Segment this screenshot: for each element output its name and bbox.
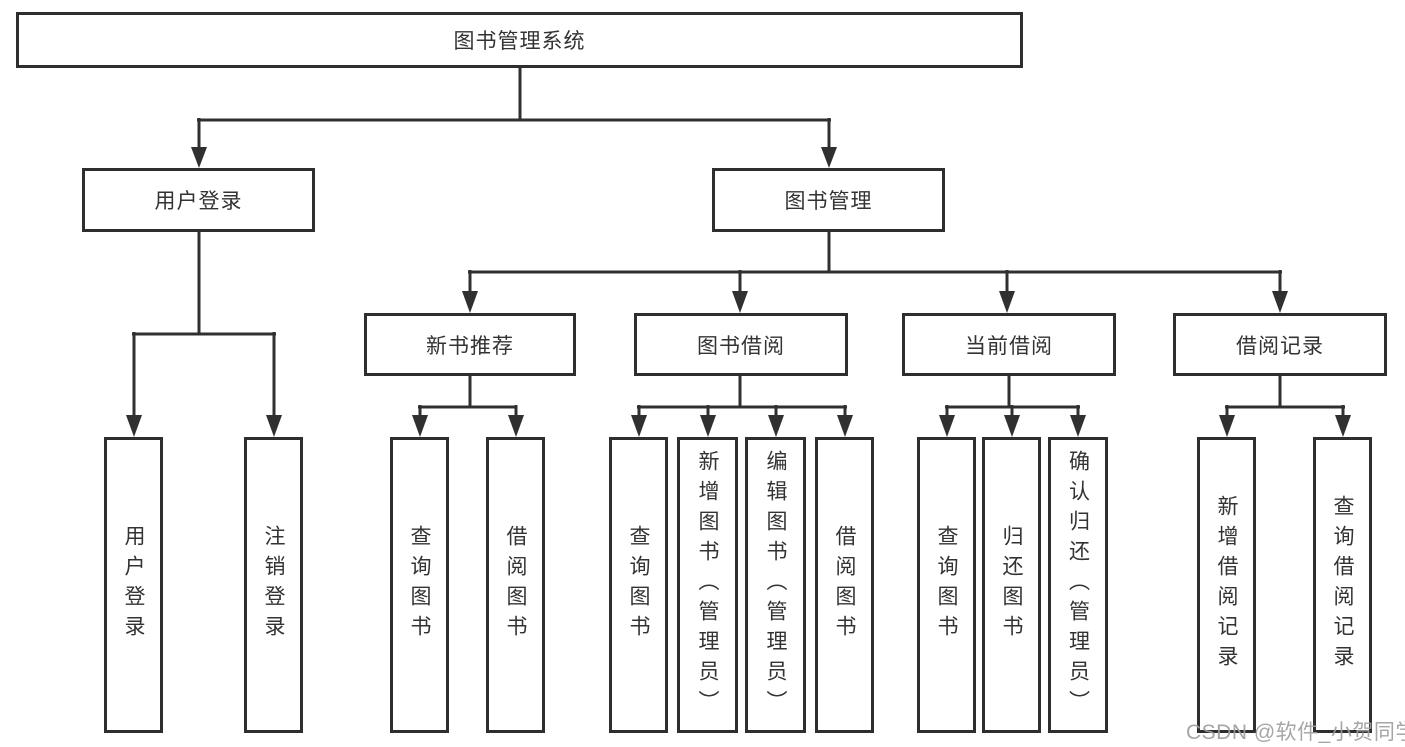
leaf-current-query-books-label: 查询图书: [935, 525, 958, 645]
leaf-query-borrow-record: 查询借阅记录: [1313, 437, 1372, 733]
leaf-add-borrow-record: 新增借阅记录: [1197, 437, 1256, 733]
leaf-query-borrow-record-label: 查询借阅记录: [1331, 495, 1354, 675]
leaf-borrow-books: 借阅图书: [815, 437, 874, 733]
node-new-book-recommend-label: 新书推荐: [426, 334, 514, 358]
node-current-borrow-label: 当前借阅: [965, 334, 1053, 358]
leaf-confirm-return-admin: 确认归还（管理员）: [1048, 437, 1108, 733]
node-root-system: 图书管理系统: [16, 12, 1023, 68]
leaf-return-books: 归还图书: [982, 437, 1041, 733]
leaf-recommend-borrow-books-label: 借阅图书: [504, 525, 527, 645]
leaf-edit-books-admin-label: 编辑图书（管理员）: [764, 450, 787, 720]
leaf-borrow-books-label: 借阅图书: [833, 525, 856, 645]
leaf-add-books-admin: 新增图书（管理员）: [677, 437, 738, 733]
leaf-logout: 注销登录: [244, 437, 303, 733]
node-book-borrow-label: 图书借阅: [697, 334, 785, 358]
node-root-system-label: 图书管理系统: [453, 30, 586, 53]
leaf-add-borrow-record-label: 新增借阅记录: [1215, 495, 1238, 675]
node-book-management-label: 图书管理: [784, 190, 873, 213]
node-book-management: 图书管理: [712, 168, 945, 232]
leaf-edit-books-admin: 编辑图书（管理员）: [745, 437, 806, 733]
node-user-login: 用户登录: [82, 168, 315, 232]
leaf-user-login-label: 用户登录: [122, 525, 145, 645]
leaf-recommend-borrow-books: 借阅图书: [486, 437, 545, 733]
leaf-recommend-query-books: 查询图书: [390, 437, 449, 733]
node-book-borrow: 图书借阅: [634, 313, 848, 376]
leaf-logout-label: 注销登录: [262, 525, 285, 645]
leaf-add-books-admin-label: 新增图书（管理员）: [696, 450, 719, 720]
leaf-return-books-label: 归还图书: [1000, 525, 1023, 645]
watermark: CSDN @软件_小贺同学: [1186, 721, 1405, 744]
leaf-current-query-books: 查询图书: [917, 437, 976, 733]
node-new-book-recommend: 新书推荐: [364, 313, 576, 376]
leaf-recommend-query-books-label: 查询图书: [408, 525, 431, 645]
leaf-borrow-query-books: 查询图书: [609, 437, 668, 733]
node-borrow-records: 借阅记录: [1173, 313, 1387, 376]
node-borrow-records-label: 借阅记录: [1236, 334, 1324, 358]
leaf-user-login: 用户登录: [104, 437, 163, 733]
node-user-login-label: 用户登录: [154, 190, 243, 213]
node-current-borrow: 当前借阅: [902, 313, 1116, 376]
leaf-borrow-query-books-label: 查询图书: [627, 525, 650, 645]
leaf-confirm-return-admin-label: 确认归还（管理员）: [1066, 450, 1090, 720]
